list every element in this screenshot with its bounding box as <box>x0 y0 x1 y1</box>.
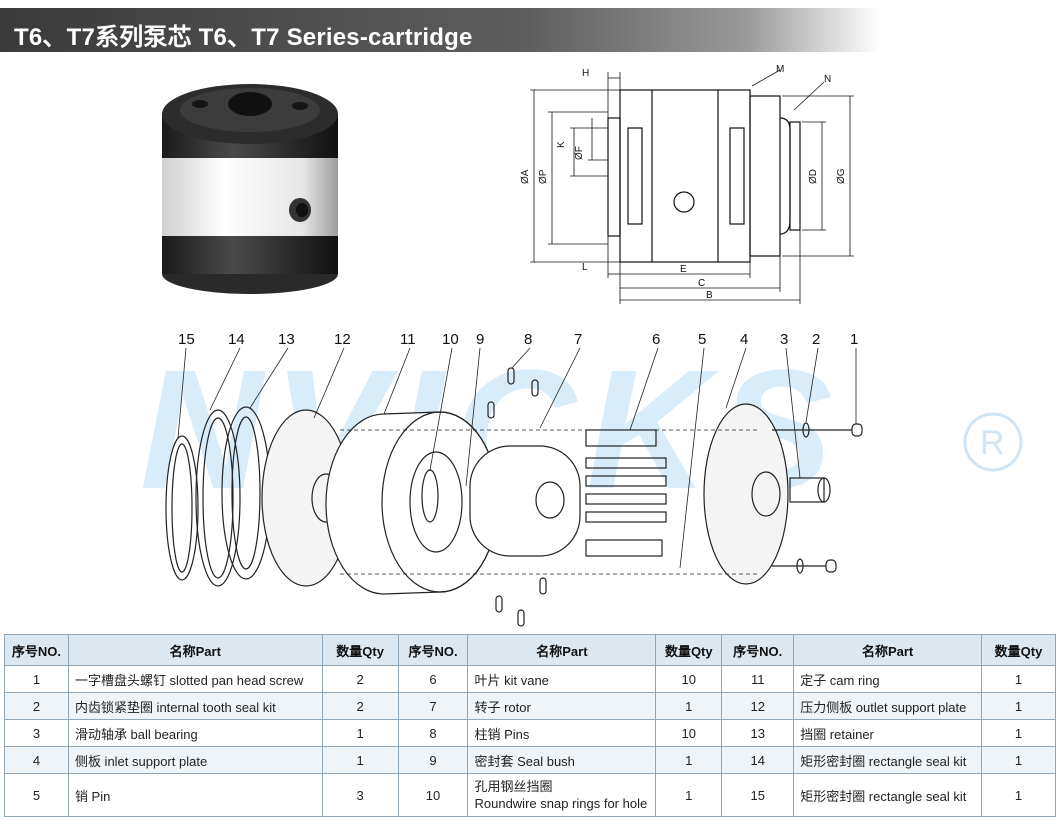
callout-15: 15 <box>178 331 195 348</box>
header-no: 序号NO. <box>721 634 795 666</box>
part-no: 3 <box>4 719 69 747</box>
part-no: 10 <box>397 773 469 817</box>
part-name: 孔用钢丝挡圈 <box>474 779 553 794</box>
part-qty: 3 <box>321 773 399 817</box>
header-no: 序号NO. <box>4 634 69 666</box>
part-name-en: Roundwire snap rings for hole <box>474 796 648 811</box>
callout-13: 13 <box>278 331 295 348</box>
callout-10: 10 <box>442 331 459 348</box>
callout-5: 5 <box>698 331 706 348</box>
table-row: 1 一字槽盘头螺钉 slotted pan head screw 2 6 叶片 … <box>4 665 1056 693</box>
callout-11: 11 <box>400 331 416 348</box>
table-row: 2 内齿锁紧垫圈 internal tooth seal kit 2 7 转子 … <box>4 692 1056 720</box>
part-qty: 1 <box>655 746 723 774</box>
dim-h: H <box>582 68 589 79</box>
part-no: 12 <box>721 692 795 720</box>
part-name: 转子 rotor <box>467 692 657 720</box>
dim-l: L <box>582 262 588 273</box>
part-name: 侧板 inlet support plate <box>67 746 323 774</box>
part-qty: 2 <box>321 665 399 693</box>
part-qty: 10 <box>655 719 723 747</box>
part-qty: 1 <box>981 746 1056 774</box>
part-qty: 1 <box>981 773 1056 817</box>
part-no: 2 <box>4 692 69 720</box>
callout-1: 1 <box>850 331 858 348</box>
part-no: 6 <box>397 665 469 693</box>
part-qty: 1 <box>655 692 723 720</box>
callout-6: 6 <box>652 331 660 348</box>
callout-12: 12 <box>334 331 351 348</box>
callout-2: 2 <box>812 331 820 348</box>
dim-n: N <box>824 74 831 85</box>
part-name: 压力侧板 outlet support plate <box>793 692 982 720</box>
dim-d: ØD <box>808 169 819 184</box>
part-name: 挡圈 retainer <box>793 719 982 747</box>
registered-mark-icon <box>963 412 1023 472</box>
exploded-view: NVICKS R <box>140 331 1023 627</box>
part-no: 13 <box>721 719 795 747</box>
part-name: 叶片 kit vane <box>467 665 657 693</box>
part-qty: 10 <box>655 665 723 693</box>
callout-8: 8 <box>524 331 532 348</box>
page-title: T6、T7系列泵芯 T6、T7 Series-cartridge <box>14 24 473 51</box>
part-name: 矩形密封圈 rectangle seal kit <box>793 746 982 774</box>
part-qty: 1 <box>981 692 1056 720</box>
header-qty: 数量Qty <box>321 634 399 666</box>
part-qty: 1 <box>321 719 399 747</box>
part-qty: 1 <box>655 773 723 817</box>
part-no: 14 <box>721 746 795 774</box>
title-banner: T6、T7系列泵芯 T6、T7 Series-cartridge <box>0 8 880 52</box>
dim-g: ØG <box>836 168 847 184</box>
part-qty: 1 <box>321 746 399 774</box>
part-no: 8 <box>397 719 469 747</box>
dim-k: K <box>556 141 567 148</box>
dim-b: B <box>706 290 713 301</box>
table-row: 5 销 Pin 3 10 孔用钢丝挡圈 Roundwire snap rings… <box>4 773 1056 817</box>
header-qty: 数量Qty <box>655 634 723 666</box>
table-row: 3 滑动轴承 ball bearing 1 8 柱销 Pins 10 13 挡圈… <box>4 719 1056 747</box>
callout-7: 7 <box>574 331 582 348</box>
part-no: 1 <box>4 665 69 693</box>
table-header-row: 序号NO. 名称Part 数量Qty 序号NO. 名称Part 数量Qty 序号… <box>4 634 1056 666</box>
header-no: 序号NO. <box>397 634 469 666</box>
part-no: 4 <box>4 746 69 774</box>
table-row: 4 侧板 inlet support plate 1 9 密封套 Seal bu… <box>4 746 1056 774</box>
part-no: 7 <box>397 692 469 720</box>
callout-4: 4 <box>740 331 748 348</box>
part-name: 定子 cam ring <box>793 665 982 693</box>
part-no: 5 <box>4 773 69 817</box>
dim-p: ØP <box>538 169 549 184</box>
part-no: 15 <box>721 773 795 817</box>
header-part: 名称Part <box>467 634 657 666</box>
header-part: 名称Part <box>67 634 323 666</box>
part-qty: 2 <box>321 692 399 720</box>
cartridge-photo <box>162 84 338 294</box>
part-name: 密封套 Seal bush <box>467 746 657 774</box>
part-name-multiline: 孔用钢丝挡圈 Roundwire snap rings for hole <box>467 773 657 817</box>
part-name: 内齿锁紧垫圈 internal tooth seal kit <box>67 692 323 720</box>
part-name: 柱销 Pins <box>467 719 657 747</box>
registered-mark-letter: R <box>980 424 1005 462</box>
part-qty: 1 <box>981 665 1056 693</box>
part-no: 11 <box>721 665 795 693</box>
dim-c: C <box>698 278 705 289</box>
dimension-drawing: H M N K ØF ØA ØP ØD ØG L E C B <box>520 64 854 304</box>
part-no: 9 <box>397 746 469 774</box>
dim-m: M <box>776 64 784 75</box>
part-qty: 1 <box>981 719 1056 747</box>
part-name: 一字槽盘头螺钉 slotted pan head screw <box>67 665 323 693</box>
header-qty: 数量Qty <box>981 634 1056 666</box>
callout-14: 14 <box>228 331 245 348</box>
part-name: 销 Pin <box>67 773 323 817</box>
part-name: 滑动轴承 ball bearing <box>67 719 323 747</box>
part-name: 矩形密封圈 rectangle seal kit <box>793 773 982 817</box>
callout-9: 9 <box>476 331 484 348</box>
callout-3: 3 <box>780 331 788 348</box>
dim-f: ØF <box>574 146 585 160</box>
header-part: 名称Part <box>793 634 982 666</box>
parts-table: 序号NO. 名称Part 数量Qty 序号NO. 名称Part 数量Qty 序号… <box>4 634 1056 817</box>
dim-a: ØA <box>520 169 531 184</box>
dim-e: E <box>680 264 687 275</box>
